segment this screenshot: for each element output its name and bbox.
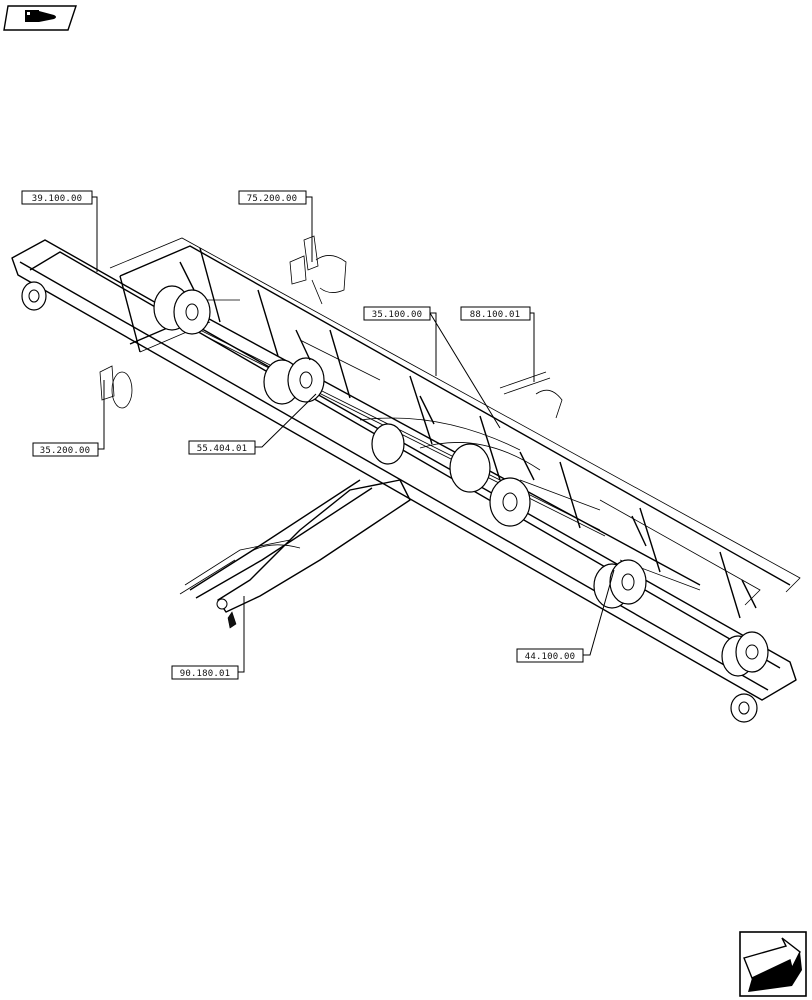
exploded-parts (99, 235, 563, 419)
bottom-right-nav-button[interactable] (739, 931, 807, 997)
callout-label: 39.100.00 (32, 194, 83, 204)
callout-75-200-00[interactable]: 75.200.00 (238, 190, 313, 262)
hydraulic-hoses (199, 329, 606, 537)
callout-label: 88.100.01 (470, 310, 521, 320)
callout-label: 35.100.00 (372, 310, 423, 320)
callout-label: 35.200.00 (40, 446, 91, 456)
top-left-nav-icon[interactable] (3, 5, 77, 31)
implement-frame-drawing (11, 235, 801, 723)
callout-39-100-00[interactable]: 39.100.00 (21, 190, 98, 272)
callout-44-100-00[interactable]: 44.100.00 (516, 569, 615, 663)
hitch-tongue (179, 479, 411, 629)
callout-label: 55.404.01 (197, 444, 248, 454)
callout-88-100-01[interactable]: 88.100.01 (460, 306, 535, 382)
next-page-arrow-icon (743, 937, 802, 992)
callout-90-180-01[interactable]: 90.180.01 (171, 596, 245, 680)
callout-label: 44.100.00 (525, 652, 576, 662)
callout-35-200-00[interactable]: 35.200.00 (32, 380, 105, 457)
lift-cylinders (179, 261, 757, 609)
callout-label: 90.180.01 (180, 669, 231, 679)
wheels (21, 281, 769, 723)
callout-55-404-01[interactable]: 55.404.01 (188, 393, 317, 455)
callout-label: 75.200.00 (247, 194, 298, 204)
hand-pointer-icon (25, 10, 56, 22)
cross-members (119, 247, 761, 619)
callout-35-100-00[interactable]: 35.100.00 (363, 306, 501, 429)
